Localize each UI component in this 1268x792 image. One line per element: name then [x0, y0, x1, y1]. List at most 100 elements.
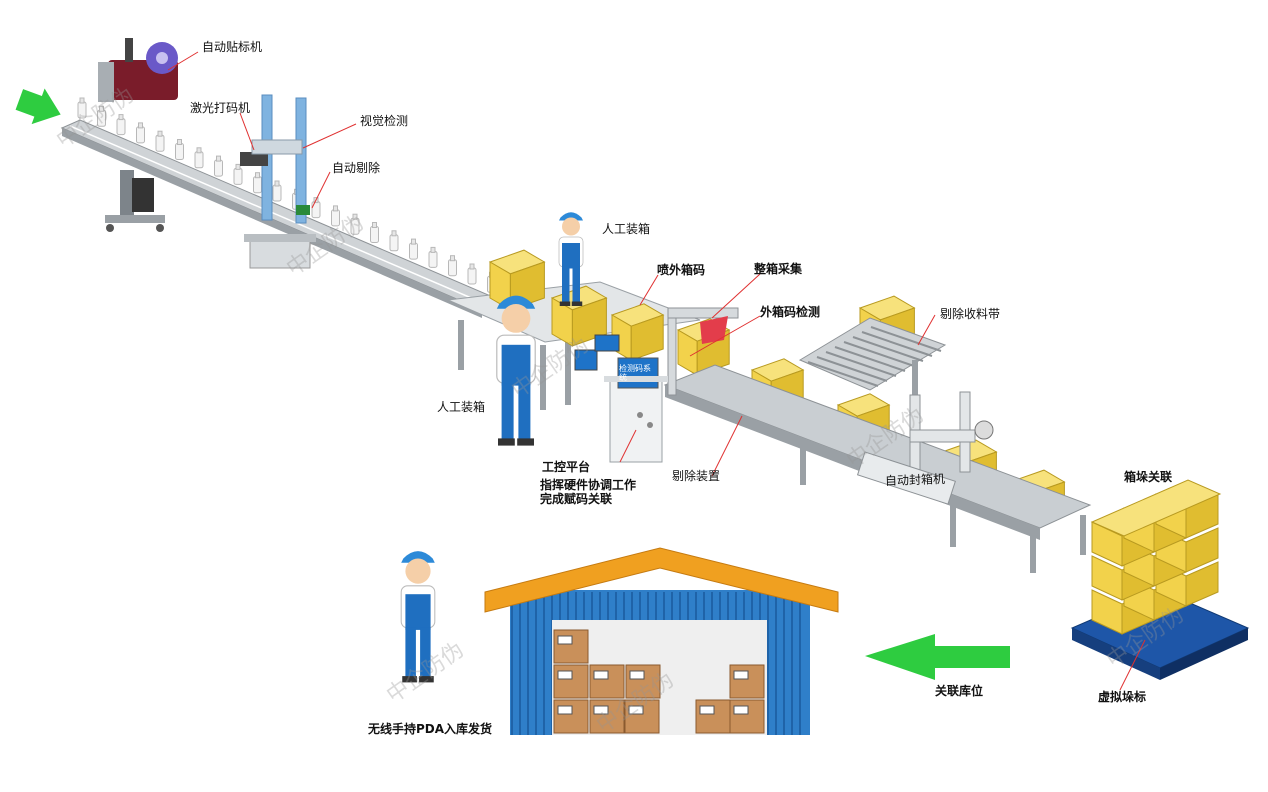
- cardboard-box: [695, 699, 731, 734]
- worker-shoe: [419, 676, 434, 683]
- barcode-label: [628, 705, 644, 715]
- worker: [496, 295, 536, 446]
- bottle-cap: [196, 147, 202, 154]
- bottle: [272, 184, 282, 202]
- cardboard-box: [625, 664, 661, 699]
- label-associate-location: 关联库位: [935, 684, 984, 698]
- label-full-box-collect: 整箱采集: [754, 262, 803, 276]
- worker-shoe: [517, 438, 534, 446]
- pallet-stack: [1070, 479, 1250, 680]
- worker-overall: [405, 594, 431, 630]
- cardboard-box: [729, 664, 765, 699]
- roller: [852, 336, 924, 362]
- barcode-label: [733, 705, 749, 715]
- auto-labeler-machine: [98, 38, 178, 232]
- laser-vision-gantry: [240, 94, 310, 224]
- roller: [816, 356, 888, 382]
- worker-leg: [518, 383, 531, 441]
- label-laser-coder: 激光打码机: [190, 101, 251, 115]
- worker-cap: [401, 551, 435, 563]
- scanner-arch: [667, 307, 739, 396]
- worker-leg: [501, 383, 514, 441]
- cardboard-box: [553, 664, 589, 699]
- bottle-cap: [352, 213, 358, 220]
- cardboard-box: [589, 699, 625, 734]
- label-manual-packing-top: 人工装箱: [602, 222, 651, 236]
- worker: [400, 551, 436, 683]
- bottle: [370, 226, 379, 243]
- bottle: [409, 242, 418, 260]
- bottle: [97, 109, 106, 127]
- worker-leg: [572, 267, 580, 303]
- bottle-conveyor: [60, 119, 502, 318]
- yellow-box: [610, 303, 665, 362]
- bottle: [389, 234, 399, 252]
- pallet-top: [1090, 479, 1222, 537]
- roller: [843, 341, 915, 367]
- bottle-cap: [391, 230, 397, 237]
- label-outer-box-inspect: 外箱码检测: [760, 305, 821, 319]
- worker-head: [405, 558, 431, 584]
- worker-shoe: [571, 301, 583, 306]
- bottle: [194, 151, 204, 169]
- barcode-label: [733, 670, 749, 680]
- worker-leg: [562, 267, 570, 303]
- worker: [558, 212, 584, 306]
- pallet-box-side: [1185, 527, 1219, 573]
- bottle-cap: [118, 114, 124, 121]
- cardboard-box: [729, 699, 765, 734]
- bottle: [253, 176, 262, 194]
- label-manual-packing-left: 人工装箱: [437, 400, 486, 414]
- label-spray-box-code: 喷外箱码: [657, 263, 706, 277]
- worker-head: [501, 304, 531, 333]
- barcode-label: [593, 705, 609, 715]
- label-auto-labeler: 自动贴标机: [202, 40, 263, 54]
- label-control-platform-desc-2: 完成赋码关联: [540, 492, 613, 506]
- bottle: [214, 159, 223, 177]
- bottle: [467, 267, 477, 285]
- cardboard-box: [553, 629, 589, 664]
- bottle: [350, 217, 360, 235]
- bottle: [116, 118, 126, 136]
- workers: [400, 212, 584, 683]
- bottle: [175, 143, 184, 160]
- reject-bin: [244, 234, 316, 269]
- bottle: [77, 101, 87, 119]
- leader-lines: [167, 51, 1146, 691]
- roller: [834, 346, 906, 372]
- barcode-label: [593, 670, 609, 680]
- bottle-cap: [216, 155, 221, 162]
- warehouse: [484, 547, 839, 735]
- bottle-cap: [450, 255, 455, 262]
- label-auto-reject: 自动剔除: [332, 161, 381, 175]
- bottle-cap: [99, 105, 104, 112]
- label-control-platform: 工控平台: [542, 460, 591, 474]
- roller: [807, 361, 879, 387]
- worker-shoe: [498, 438, 515, 446]
- entry-arrow-icon: [15, 88, 61, 125]
- worker-leg: [420, 627, 431, 679]
- worker-overall: [501, 344, 531, 386]
- bottle-cap: [411, 238, 416, 245]
- bottle-cap: [255, 172, 260, 179]
- bottle-cap: [469, 263, 475, 270]
- worker-overall: [562, 243, 580, 269]
- barcode-label: [557, 670, 573, 680]
- roller: [870, 326, 942, 352]
- cardboard-box: [589, 664, 625, 699]
- bottle: [311, 201, 321, 219]
- worker-shoe: [559, 301, 571, 306]
- cardboard-box: [624, 699, 660, 734]
- bottle: [448, 259, 457, 277]
- worker-leg: [405, 627, 416, 679]
- bottle: [233, 167, 243, 185]
- roller: [861, 331, 933, 357]
- bottle: [331, 209, 340, 227]
- label-auto-sealer: 自动封箱机: [884, 471, 946, 489]
- roller: [825, 351, 897, 377]
- bottle-cap: [79, 97, 85, 104]
- auto-sealer-machine: [856, 391, 994, 505]
- worker-cap: [496, 295, 536, 309]
- bottle-cap: [177, 139, 182, 145]
- bottle-cap: [274, 180, 280, 187]
